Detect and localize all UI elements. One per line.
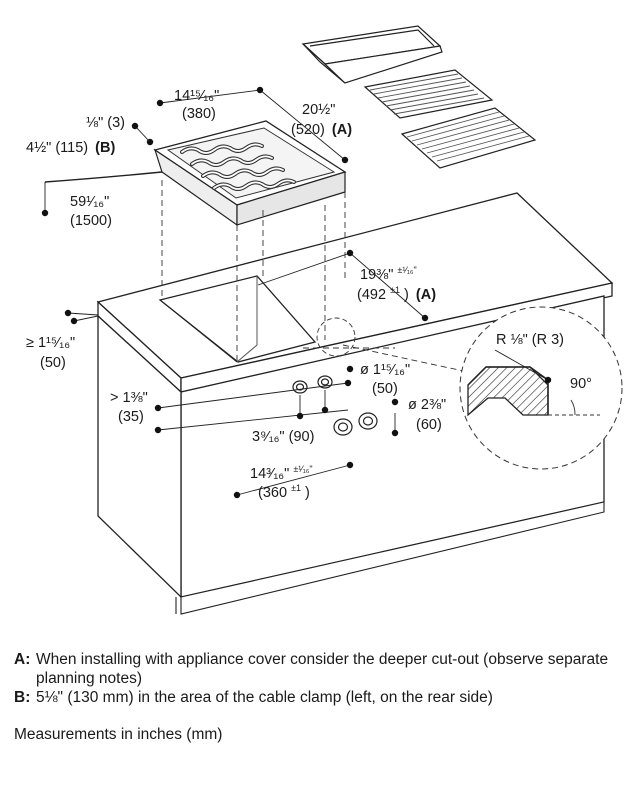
dim-hole-dia-mm: (60) <box>416 417 442 433</box>
note-a-key: A: <box>14 651 31 668</box>
svg-text:(520) (A): (520) (A) <box>291 122 352 138</box>
detail-callout <box>316 306 623 470</box>
dim-thickness: ⅛" (3) <box>86 115 125 131</box>
dim-knob-dia-mm: (50) <box>372 381 398 397</box>
dim-cutout-depth-mm-tol: ±1 <box>390 285 400 295</box>
note-b-key: B: <box>14 689 31 706</box>
dim-cutout-depth-mm: (492 <box>357 287 386 303</box>
svg-text:4½" (115) (B): 4½" (115) (B) <box>26 140 115 156</box>
dim-width-in: 14¹⁵⁄₁₆" <box>174 88 219 104</box>
note-a: A: When installing with appliance cover … <box>14 650 634 688</box>
svg-text:19⅜" ±¹⁄₁₆": 19⅜" ±¹⁄₁₆" <box>360 265 417 283</box>
dim-cutout-depth-mm-close: ) <box>404 287 409 303</box>
dim-cutout-width-mm-tol: ±1 <box>291 483 301 493</box>
svg-text:(492 ±1 ) (A: (492 ±1 ) (A) <box>357 281 436 303</box>
alignment-lines <box>161 180 469 373</box>
note-b-text: 5⅛" (130 mm) in the area of the cable cl… <box>36 689 493 706</box>
dim-depth-key: (A) <box>332 122 352 138</box>
note-b: B: 5⅛" (130 mm) in the area of the cable… <box>14 688 634 707</box>
detail-angle: 90° <box>570 376 592 392</box>
dim-cutout-width-mm: (360 <box>258 485 287 501</box>
dim-height: 4½" (115) <box>26 140 88 156</box>
dimension-dots <box>41 86 429 499</box>
svg-text:14³⁄₁₆" ±¹⁄₁₆": 14³⁄₁₆" ±¹⁄₁₆" <box>250 464 313 482</box>
dim-cutout-width-tol: ±¹⁄₁₆" <box>293 464 312 474</box>
measurements-note: Measurements in inches (mm) <box>14 726 223 743</box>
dim-cutout-depth-tol: ±¹⁄₁₆" <box>397 265 416 275</box>
dim-cable-in: 59¹⁄₁₆" <box>70 194 109 210</box>
dim-cutout-depth-key: (A) <box>416 287 436 303</box>
dim-cutout-depth-in: 19⅜" <box>360 267 393 283</box>
grill-grate-1 <box>363 69 494 119</box>
dim-depth-in: 20½" <box>302 102 335 118</box>
dim-cable-mm: (1500) <box>70 213 112 229</box>
dim-depth-mm: (520) <box>291 122 325 138</box>
note-a-text: When installing with appliance cover con… <box>36 651 609 687</box>
dim-knob-dia-in: ø 1¹⁵⁄₁₆" <box>360 362 410 378</box>
dim-knob-spacing: 3⁹⁄₁₆" (90) <box>252 429 314 445</box>
detail-radius: R ⅛" (R 3) <box>496 332 564 348</box>
dim-cutout-width-in: 14³⁄₁₆" <box>250 466 289 482</box>
dim-worktop-mm: (50) <box>40 355 66 371</box>
notes-section: A: When installing with appliance cover … <box>14 650 634 744</box>
appliance-cover <box>301 25 443 84</box>
cutout <box>158 275 317 363</box>
dim-hole-dia-in: ø 2⅜" <box>408 397 446 413</box>
dimension-lines <box>44 89 426 496</box>
grill-grate-2 <box>400 107 537 169</box>
dim-knob-offset-mm: (35) <box>118 409 144 425</box>
dim-worktop-in: ≥ 1¹⁵⁄₁₆" <box>26 335 75 351</box>
dim-cutout-width-mm-close: ) <box>305 485 310 501</box>
installation-diagram: 14¹⁵⁄₁₆" (380) 20½" (520) (A) ⅛" (3) 4½"… <box>26 25 623 615</box>
dim-width-mm: (380) <box>182 106 216 122</box>
power-cable <box>44 171 163 183</box>
dim-height-key: (B) <box>95 140 115 156</box>
appliance-unit <box>153 120 347 227</box>
dimension-labels: 14¹⁵⁄₁₆" (380) 20½" (520) (A) ⅛" (3) 4½"… <box>26 88 592 501</box>
svg-text:(360 ±1 ): (360 ±1 ) <box>258 479 310 501</box>
dim-knob-offset-in: > 1⅜" <box>110 390 148 406</box>
